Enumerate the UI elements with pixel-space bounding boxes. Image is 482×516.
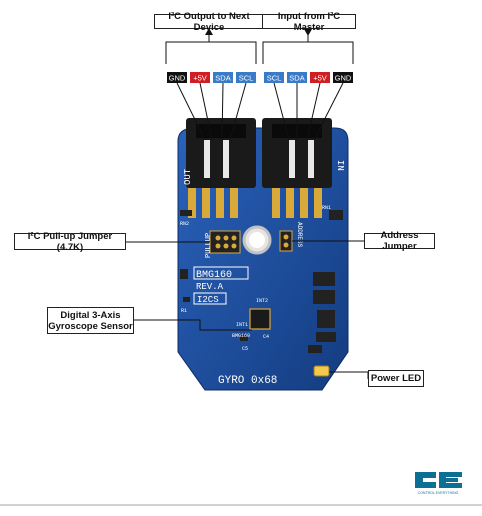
pin-labels-right: SCL SDA +5V GND	[264, 72, 353, 83]
pin-label-left-0: GND	[169, 74, 186, 83]
gyroscope-chip	[249, 308, 271, 330]
logo-tagline: CONTROL EVERYTHING	[418, 491, 459, 495]
callout-pullup-jumper: I²C Pull-up Jumper (4.7K)	[14, 231, 126, 253]
ce-logo: CONTROL EVERYTHING	[415, 472, 462, 495]
board-revision: REV.A	[196, 282, 224, 292]
board-pullup-text: PULLUP	[205, 233, 213, 258]
pin-label-right-3: GND	[335, 74, 352, 83]
silk-int2: INT2	[256, 298, 268, 304]
pin-labels-left: GND +5V SDA SCL	[167, 72, 256, 83]
callout-bracket-lines	[165, 28, 354, 64]
pin-label-right-1: SDA	[289, 74, 304, 83]
pin-label-left-1: +5V	[193, 74, 207, 83]
silk-rn1: RN1	[322, 205, 331, 211]
silk-rn2: RN2	[180, 221, 189, 227]
pullup-jumper	[209, 230, 241, 254]
arrow-up-output	[205, 28, 213, 35]
pin-label-right-2: +5V	[313, 74, 327, 83]
callout-address-jumper: Address Jumper	[364, 230, 435, 252]
power-led	[313, 365, 330, 377]
silk-int1: INT1	[236, 322, 248, 328]
silk-r1: R1	[181, 308, 187, 314]
smd-components	[180, 210, 343, 353]
board-interface: I2CS	[197, 295, 219, 305]
board-title: GYRO 0x68	[218, 375, 277, 387]
board-label-in: IN	[335, 160, 345, 171]
address-jumper	[279, 230, 293, 252]
silk-c5: C5	[242, 346, 248, 352]
pin-wires	[176, 82, 344, 141]
silk-bmg: BMG160	[232, 333, 250, 339]
pin-label-right-0: SCL	[267, 74, 282, 83]
connector-in	[262, 118, 332, 218]
callout-gyro-sensor: Digital 3-Axis Gyroscope Sensor	[47, 307, 134, 334]
silk-c4: C4	[263, 334, 269, 340]
arrow-down-input	[304, 29, 312, 36]
callout-i2c-output: I²C Output to Next Device	[154, 11, 264, 33]
board-label-out: OUT	[183, 168, 193, 185]
board-part-name: BMG160	[196, 270, 232, 281]
pin-label-left-2: SDA	[215, 74, 230, 83]
callout-i2c-input: Input from I²C Master	[262, 11, 356, 33]
callout-power-led: Power LED	[368, 370, 424, 387]
board-address-text: ADDRESS	[296, 222, 303, 248]
pin-label-left-3: SCL	[239, 74, 254, 83]
